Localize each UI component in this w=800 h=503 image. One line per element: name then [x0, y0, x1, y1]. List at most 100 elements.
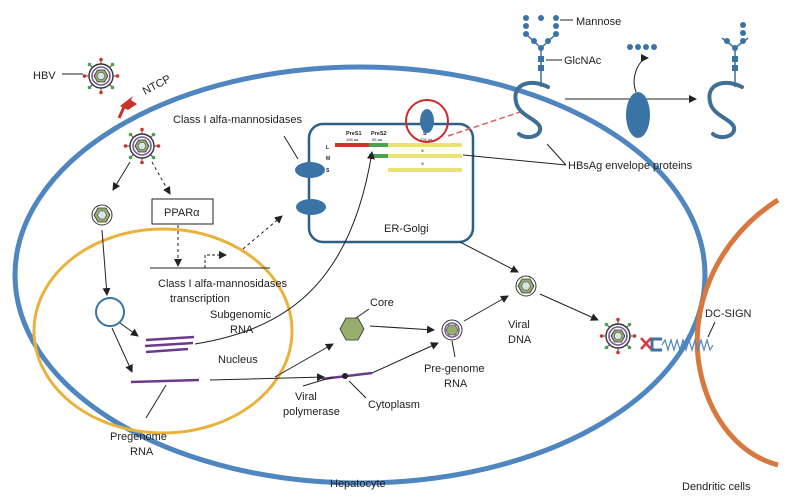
pregenome-nucleocapsid-icon [441, 319, 463, 341]
viral-dna-capsid-icon [515, 275, 537, 297]
row-label-s: S [326, 168, 330, 174]
cytoplasm-label: Cytoplasm [368, 399, 420, 411]
glcnac-label: GlcNAc [564, 55, 602, 67]
viral-polymerase-icon [342, 373, 348, 379]
pregenome-cyto-label-line1: Pre-genome [424, 363, 485, 375]
glycosylation-mark-2: Ψ [421, 161, 425, 166]
hbsag-highlight-circle [405, 99, 449, 143]
s-gene-label: S [423, 131, 427, 137]
arrow-capsid-to-nucleus [101, 229, 111, 296]
highlight-link-line [447, 111, 521, 137]
er-golgi-compartment [307, 122, 475, 244]
released-capsid-icon [91, 204, 113, 226]
pregenome-cyto-label-line2: RNA [444, 378, 468, 390]
hbsag-label: HBsAg envelope proteins [568, 160, 693, 172]
arrow-virion-to-capsid [112, 161, 131, 191]
viral-polymerase-label-line1: Viral [295, 391, 317, 403]
dc-sign-binding-cup [650, 337, 662, 352]
cleaved-mannose-icon [627, 44, 657, 50]
hepatocyte-membrane [12, 64, 708, 486]
subgenomic-label-line2: RNA [230, 324, 254, 336]
row-label-l: L [326, 145, 329, 151]
dendritic-cells-label: Dendritic cells [682, 481, 751, 493]
ntcp-receptor-icon [120, 96, 137, 110]
hbv-virion-icon [81, 56, 121, 96]
hbsag-leader-1 [462, 154, 567, 166]
mannosidase-label: Class I alfa-mannosidases [173, 114, 303, 126]
arrow-secretion [539, 293, 599, 321]
transcription-label-line1: Class I alfa-mannosidases [158, 278, 288, 290]
pregenome-rna-icon [130, 378, 200, 384]
endocytosed-virion-icon [122, 126, 162, 166]
m-protein-s-bar [388, 154, 462, 158]
l-protein-pres1-bar [335, 143, 369, 147]
arrow-nucleocapsid-to-dna [463, 295, 509, 322]
subgenomic-rna-icon [144, 335, 195, 354]
cccdna-icon [95, 297, 125, 327]
transcription-start-arrow [204, 251, 227, 268]
viral-dna-label-line2: DNA [508, 334, 532, 346]
secreted-virion-icon [598, 316, 638, 356]
l-protein-s-bar [388, 143, 462, 147]
transcription-label-line2: transcription [170, 293, 230, 305]
pregenome-leader [145, 384, 167, 419]
row-label-m: M [326, 156, 330, 162]
dc-sign-label: DC-SIGN [705, 308, 752, 320]
mannose-label: Mannose [576, 16, 621, 28]
cytoplasm-leader [348, 380, 367, 399]
arrow-cccdna-to-subgenomic [119, 322, 139, 337]
mannosidase-enzyme-bottom [296, 199, 326, 215]
arrow-rna-to-nucleocapsid [371, 342, 439, 374]
trimmed-hbsag-icon [707, 22, 749, 140]
s-aa-label: 226 aa [420, 137, 433, 142]
s-protein-s-bar [388, 168, 462, 172]
pres1-aa-label: 108 aa [346, 137, 359, 142]
arrow-transcription-to-mannosidases [242, 215, 283, 250]
dc-sign-leader [707, 321, 716, 338]
pregenome-nuc-label-line1: Pregenome [110, 431, 167, 443]
ntcp-label: NTCP [141, 73, 173, 98]
pres2-label: PreS2 [371, 131, 387, 137]
hbsag-leader-2 [546, 143, 567, 166]
arrow-subgenomic-to-er [194, 151, 375, 345]
dendritic-cell-membrane [694, 197, 780, 468]
arrow-cccdna-to-pregenome [111, 327, 133, 373]
m-protein-pres2-bar [369, 154, 388, 158]
hbsag-protein-in-er [420, 109, 434, 133]
pres1-label: PreS1 [346, 131, 362, 137]
l-protein-pres2-bar [369, 143, 388, 147]
arrow-to-core [274, 343, 334, 378]
pres2-aa-label: 55 aa [372, 137, 383, 142]
blocked-interaction-icon [640, 337, 652, 350]
hepatocyte-label: Hepatocyte [330, 478, 386, 490]
core-leader [355, 308, 370, 319]
nucleus-membrane [32, 227, 294, 435]
nucleus-label: Nucleus [218, 354, 258, 366]
core-label: Core [370, 297, 394, 309]
viral-dna-label-line1: Viral [508, 319, 530, 331]
ppar-label: PPARα [164, 207, 200, 219]
er-golgi-label: ER-Golgi [384, 223, 429, 235]
arrow-pregenome-to-cytoplasm [209, 373, 325, 382]
mannosidase-leader [283, 135, 299, 160]
ntcp-stem [117, 106, 126, 119]
mannosidase-enzyme-top [295, 162, 325, 178]
cleaved-mannose-arrow [633, 54, 649, 93]
glycosylation-mark-1: Ψ [421, 148, 425, 153]
pregenome-cyto-leader [451, 340, 456, 358]
glycosylated-hbsag-icon [513, 15, 559, 140]
subgenomic-label-line1: Subgenomic [210, 309, 272, 321]
arrow-virion-to-ppar [151, 161, 171, 195]
polymerase-leader [302, 376, 334, 387]
viral-polymerase-label-line2: polymerase [283, 406, 340, 418]
dc-sign-receptor-icon [661, 337, 714, 353]
hbv-label: HBV [33, 70, 56, 82]
ppar-box [151, 198, 214, 225]
arrow-er-to-viral-dna [459, 241, 519, 273]
pregenome-nuc-label-line2: RNA [130, 446, 154, 458]
arrow-core-to-nucleocapsid [369, 325, 435, 334]
core-protein-icon [339, 317, 365, 341]
mannosidase-action-icon [626, 92, 650, 138]
